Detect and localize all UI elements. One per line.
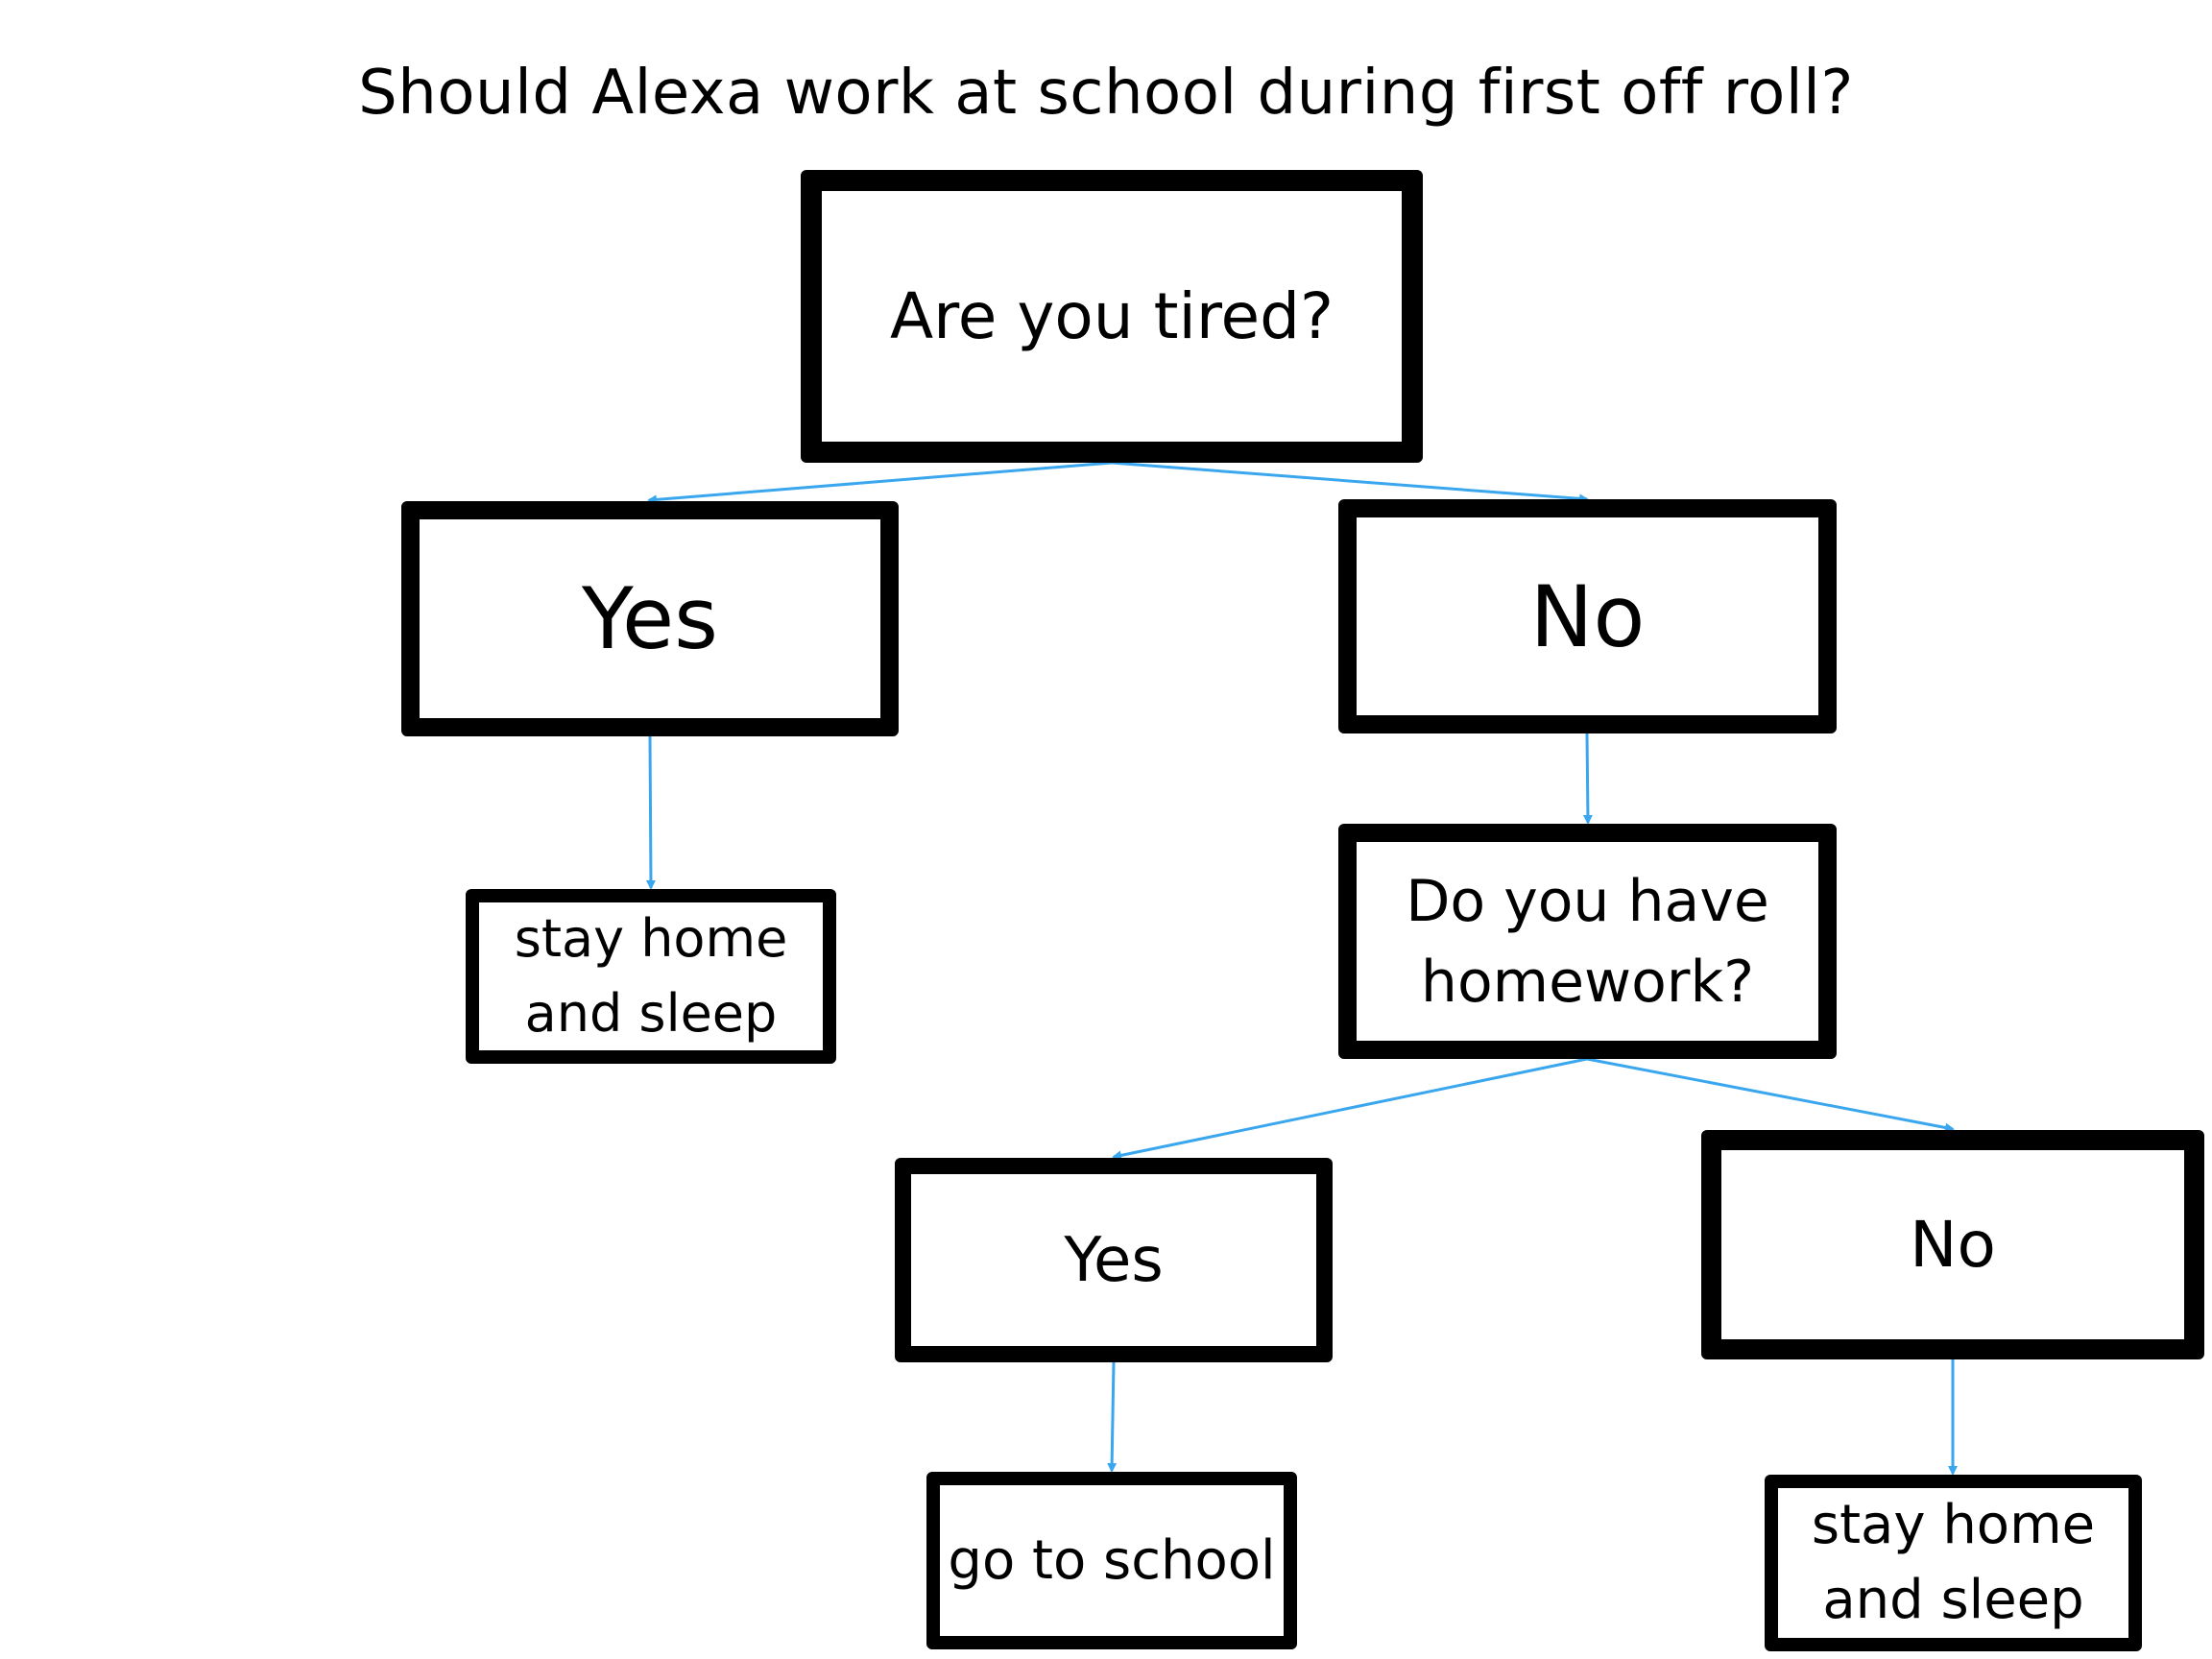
- question-box-homework: Do you have homework?: [1338, 824, 1837, 1059]
- outcome-box-stay-home-2: stay home and sleep: [1765, 1475, 2142, 1651]
- outcome-stay-home-label: stay home and sleep: [1811, 1494, 2096, 1631]
- outcome-box-go-to-school: go to school: [926, 1472, 1297, 1649]
- answer-yes-label: Yes: [1064, 1224, 1164, 1296]
- connector-homework-to-no: [1586, 1057, 1955, 1133]
- answer-box-yes-homework: Yes: [895, 1158, 1333, 1362]
- outcome-go-to-school-label: go to school: [948, 1529, 1276, 1592]
- outcome-stay-home-label: stay home and sleep: [514, 908, 788, 1044]
- connector-root-to-no: [1111, 461, 1589, 504]
- connector-homework-to-yes: [1112, 1057, 1588, 1161]
- answer-box-no-tired: No: [1338, 499, 1837, 733]
- answer-box-no-homework: No: [1701, 1130, 2204, 1359]
- answer-no-label: No: [1910, 1208, 1996, 1282]
- connector-yes-to-school: [1107, 1361, 1118, 1473]
- diagram-title: Should Alexa work at school during first…: [358, 58, 1854, 129]
- connector-yes-to-stay-home: [645, 735, 656, 890]
- answer-no-label: No: [1529, 566, 1646, 666]
- connector-root-to-yes: [647, 461, 1113, 505]
- connector-no-to-homework: [1582, 733, 1593, 825]
- answer-box-yes-tired: Yes: [401, 501, 899, 736]
- question-box-tired: Are you tired?: [801, 170, 1423, 463]
- outcome-box-stay-home-1: stay home and sleep: [466, 889, 836, 1064]
- question-homework-label: Do you have homework?: [1406, 867, 1769, 1016]
- question-tired-label: Are you tired?: [889, 279, 1334, 353]
- answer-yes-label: Yes: [581, 569, 719, 668]
